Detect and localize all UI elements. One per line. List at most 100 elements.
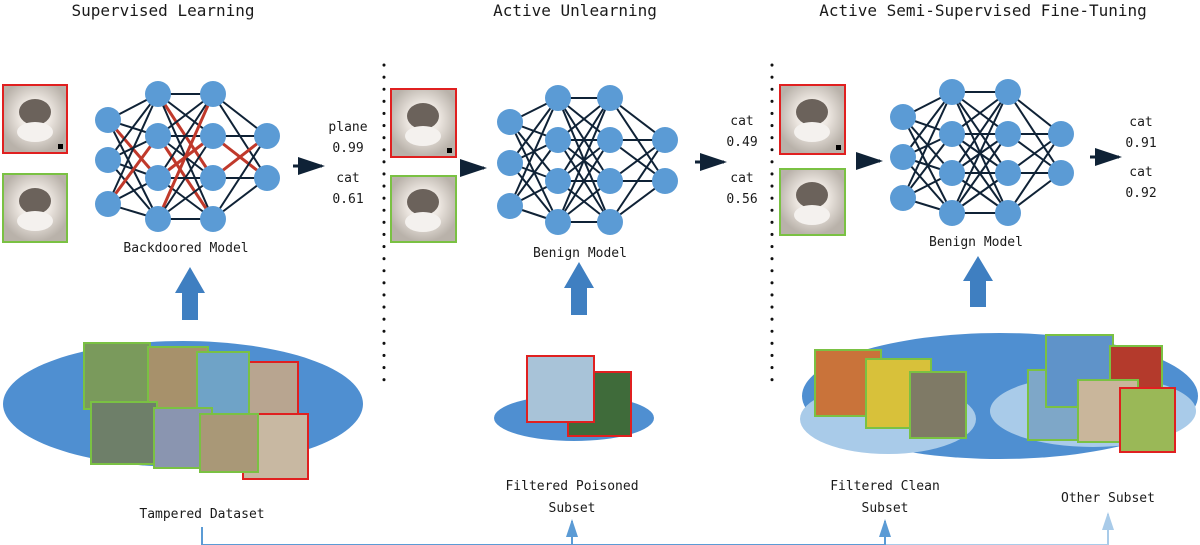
network-node <box>1048 160 1074 186</box>
prediction-score: 0.61 <box>332 192 363 207</box>
network-node <box>497 109 523 135</box>
network-node <box>939 160 965 186</box>
prediction-label: cat <box>730 171 753 186</box>
network-node <box>497 150 523 176</box>
prediction-label: cat <box>1129 165 1152 180</box>
network-node <box>939 200 965 226</box>
deer-image <box>199 413 259 473</box>
filtered-clean-subset-label: Filtered Clean <box>830 479 940 494</box>
network-node <box>652 127 678 153</box>
network-node <box>597 127 623 153</box>
benign-model-label: Benign Model <box>533 246 627 261</box>
network-node <box>597 168 623 194</box>
network-node <box>652 168 678 194</box>
training-up-arrow <box>564 262 594 315</box>
network-node <box>545 85 571 111</box>
network-node <box>545 127 571 153</box>
network-edge <box>509 97 559 164</box>
training-up-arrow <box>963 256 993 307</box>
poisoned-cat-image <box>390 88 457 158</box>
network-edge <box>951 91 1009 214</box>
network-node <box>95 147 121 173</box>
network-edge <box>107 93 159 161</box>
network-edge <box>609 139 666 223</box>
tampered-dataset <box>3 341 363 480</box>
prediction-score: 0.99 <box>332 141 363 156</box>
poisoned-cat-image <box>779 84 846 155</box>
ship-image <box>196 351 250 415</box>
network-node <box>254 123 280 149</box>
network-edge <box>1007 133 1062 214</box>
title-semi-supervised-fine-tuning: Active Semi-Supervised Fine-Tuning <box>819 1 1147 20</box>
clean-cat-image <box>779 168 846 236</box>
network-node <box>995 160 1021 186</box>
filtered-poisoned-subset <box>494 355 654 441</box>
benign-model-network <box>497 85 678 235</box>
filtered-poisoned-subset-label: Filtered Poisoned <box>505 479 638 494</box>
network-edge <box>157 93 214 179</box>
network-node <box>200 165 226 191</box>
benign-model-label: Benign Model <box>929 235 1023 250</box>
network-node <box>200 206 226 232</box>
prediction-label: plane <box>328 120 367 135</box>
dataset-flow-connector <box>201 512 1114 545</box>
network-edge <box>107 93 159 205</box>
network-node <box>95 191 121 217</box>
network-edge <box>557 97 611 223</box>
network-edge <box>157 135 214 220</box>
prediction-score: 0.49 <box>726 135 757 150</box>
deer-image <box>1119 387 1176 453</box>
network-edge <box>509 139 559 207</box>
network-node <box>200 81 226 107</box>
network-node <box>890 185 916 211</box>
network-node <box>545 209 571 235</box>
network-node <box>95 107 121 133</box>
network-node <box>145 206 171 232</box>
network-node <box>939 79 965 105</box>
backdoored-model-network <box>95 81 280 232</box>
bird-image <box>90 401 158 465</box>
network-node <box>995 79 1021 105</box>
network-node <box>200 123 226 149</box>
network-edge <box>106 135 160 205</box>
horse-image <box>83 342 151 410</box>
title-active-unlearning: Active Unlearning <box>493 1 657 20</box>
fine-tuning-datasets <box>800 333 1198 459</box>
backdoored-model-label: Backdoored Model <box>123 241 248 256</box>
network-edge <box>1007 91 1062 174</box>
dog-image <box>909 371 967 439</box>
network-node <box>1048 121 1074 147</box>
network-edge <box>951 133 1009 214</box>
network-node <box>995 121 1021 147</box>
other-subset-label: Other Subset <box>1061 491 1155 506</box>
tampered-dataset-label: Tampered Dataset <box>139 507 264 522</box>
network-node <box>890 104 916 130</box>
prediction-score: 0.91 <box>1125 136 1156 151</box>
network-node <box>597 209 623 235</box>
network-node <box>939 121 965 147</box>
title-supervised-learning: Supervised Learning <box>71 1 254 20</box>
filtered-poisoned-subset-label: Subset <box>549 501 596 516</box>
network-edge <box>902 91 953 158</box>
clean-cat-image <box>2 173 68 243</box>
network-edge <box>951 91 1009 174</box>
network-edge <box>212 135 268 220</box>
network-edge <box>156 93 215 220</box>
network-edge <box>902 91 953 199</box>
network-node <box>145 81 171 107</box>
network-node <box>890 144 916 170</box>
prediction-label: cat <box>1129 115 1152 130</box>
filtered-clean-subset-label: Subset <box>862 501 909 516</box>
prediction-score: 0.56 <box>726 192 757 207</box>
network-node <box>145 165 171 191</box>
training-up-arrow <box>175 267 205 320</box>
boat-image <box>526 355 595 423</box>
network-edge <box>902 133 953 199</box>
network-node <box>497 193 523 219</box>
prediction-score: 0.92 <box>1125 186 1156 201</box>
network-node <box>545 168 571 194</box>
clean-cat-image <box>390 175 457 243</box>
network-edge <box>509 97 559 207</box>
prediction-label: cat <box>730 114 753 129</box>
